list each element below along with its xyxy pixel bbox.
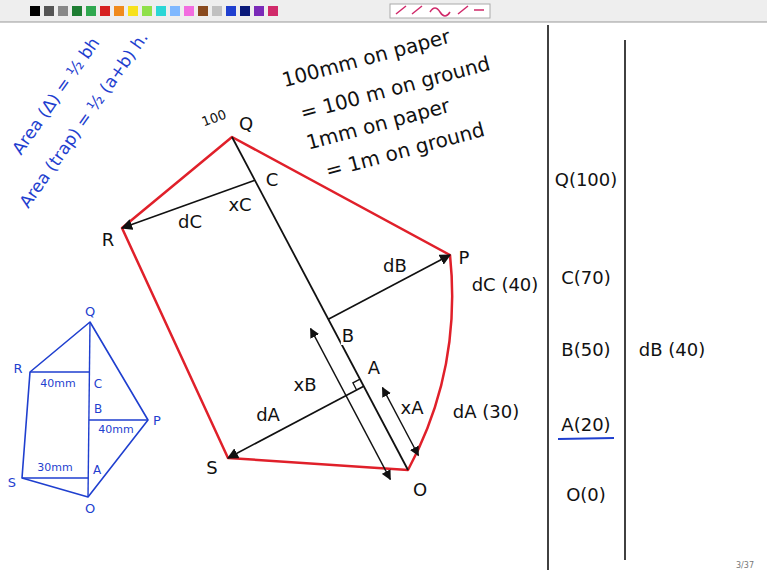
chainage-arrow — [383, 388, 419, 456]
offset-line — [228, 386, 364, 458]
palette-swatch — [240, 6, 250, 16]
chainage-label: xB — [292, 376, 317, 394]
palette-swatch — [128, 6, 138, 16]
palette-swatch — [170, 6, 180, 16]
station-label: C — [265, 171, 280, 189]
sketch-offsets — [22, 372, 148, 478]
chainage-label: xC — [227, 196, 252, 214]
station-label: O — [412, 481, 428, 499]
chainage-arrow — [311, 329, 391, 480]
offset-label: dC — [177, 213, 203, 231]
sketch-label: O — [84, 502, 96, 515]
palette-swatch — [184, 6, 194, 16]
chain-line — [232, 137, 408, 470]
chainage-value: 100 — [199, 107, 229, 128]
color-palette — [30, 4, 490, 18]
sketch-boundary — [22, 322, 148, 497]
field-book-offset: dC (40) — [471, 276, 540, 294]
palette-swatch — [212, 6, 222, 16]
field-book-entry: A(20) — [560, 416, 611, 434]
station-label: S — [205, 459, 218, 477]
tool-icons — [390, 4, 490, 18]
sketch-label: A — [92, 464, 102, 476]
sketch-chain-line — [88, 322, 90, 497]
sketch-dimension: 40mm — [39, 378, 76, 389]
palette-swatch — [86, 6, 96, 16]
offset-line — [328, 255, 450, 319]
station-label: B — [341, 327, 355, 345]
palette-swatch — [198, 6, 208, 16]
right-angle-mark — [353, 379, 360, 390]
palette-swatch — [44, 6, 54, 16]
sketch-dimension: 30mm — [36, 462, 73, 473]
station-label: A — [367, 359, 381, 377]
palette-swatch — [114, 6, 124, 16]
field-book-entry: O(0) — [565, 486, 607, 504]
offset-label: dB — [382, 257, 408, 275]
palette-swatch — [142, 6, 152, 16]
palette-swatch — [100, 6, 110, 16]
toolbar — [0, 0, 767, 22]
station-label: P — [458, 249, 471, 267]
palette-swatch — [30, 6, 40, 16]
sketch-label: Q — [84, 305, 96, 318]
field-book-rule — [547, 25, 549, 570]
sketch-label: P — [152, 414, 162, 427]
field-book-rule — [624, 40, 626, 560]
sketch-label: S — [7, 476, 17, 489]
station-label: Q — [238, 115, 254, 133]
palette-swatch — [156, 6, 166, 16]
sketch-label: B — [93, 403, 103, 415]
page-number: 3/37 — [735, 562, 755, 570]
survey-boundary — [122, 137, 452, 470]
field-book-offset: dB (40) — [638, 341, 706, 359]
sketch-dimension: 40mm — [97, 424, 134, 435]
field-book-entry: C(70) — [560, 269, 612, 287]
underline — [558, 438, 614, 439]
palette-swatch — [268, 6, 278, 16]
toolbar-border — [0, 22, 767, 23]
chainage-label: xA — [400, 399, 425, 417]
station-label: R — [101, 231, 116, 249]
tool-icon-marks — [396, 6, 484, 16]
palette-swatch — [72, 6, 82, 16]
sketch-label: C — [93, 378, 103, 390]
offset-label: dA — [255, 406, 281, 424]
palette-swatch — [254, 6, 264, 16]
field-book-entry: B(50) — [560, 341, 611, 359]
palette-swatch — [58, 6, 68, 16]
field-book-entry: Q(100) — [554, 171, 619, 189]
field-book-offset: dA (30) — [452, 403, 520, 421]
sketch-label: R — [12, 362, 23, 375]
palette-swatch — [226, 6, 236, 16]
